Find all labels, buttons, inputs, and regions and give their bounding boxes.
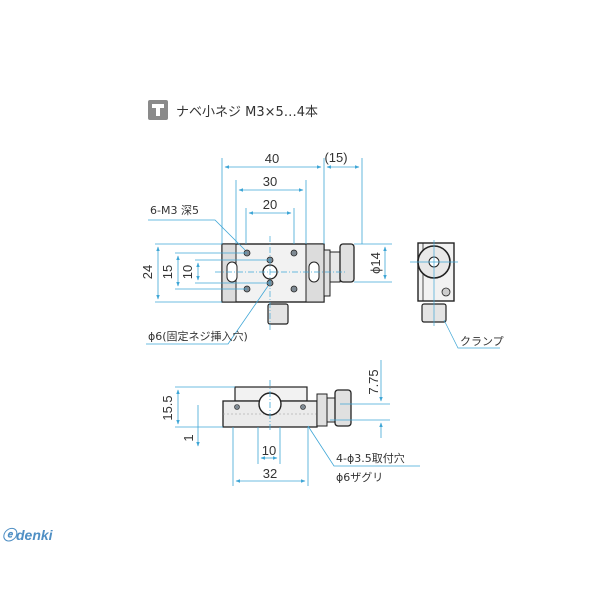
dim-40: 40	[265, 151, 279, 166]
callout-mount-holes: 4-ϕ3.5取付穴	[336, 451, 405, 465]
dim-1: 1	[181, 434, 196, 441]
callout-clamp: クランプ	[460, 335, 504, 348]
header-caption: ナベ小ネジ M3×5…4本	[148, 100, 318, 120]
caption-text: ナベ小ネジ M3×5…4本	[176, 104, 319, 120]
dim-30: 30	[263, 174, 277, 189]
front-view: 15.5 1 7.75 10 32 4-ϕ3.5取付穴 ϕ6ザグリ	[160, 360, 420, 486]
side-view: クランプ	[410, 240, 504, 349]
dim-knob-dia: ϕ14	[368, 252, 383, 274]
callout-fixing-hole: ϕ6(固定ネジ挿入穴)	[148, 329, 248, 343]
dim-15: 15	[160, 265, 175, 279]
dim-15-knob: (15)	[324, 150, 347, 165]
dim-7-75: 7.75	[366, 369, 381, 394]
screw-icon	[148, 100, 168, 120]
dim-10-pitch: 10	[262, 443, 276, 458]
dim-15-5: 15.5	[160, 395, 175, 420]
top-view: 40 (15) 30 20 24 15 10 ϕ14 6-M3 深5 ϕ6(固定…	[140, 150, 392, 345]
callout-tapped-holes: 6-M3 深5	[150, 204, 199, 217]
dim-10: 10	[180, 265, 195, 279]
dim-20: 20	[263, 197, 277, 212]
callout-counterbore: ϕ6ザグリ	[336, 470, 383, 484]
dim-24: 24	[140, 265, 155, 279]
dim-32-pitch: 32	[263, 466, 277, 481]
watermark-logo: ⓔdenki	[2, 527, 53, 543]
